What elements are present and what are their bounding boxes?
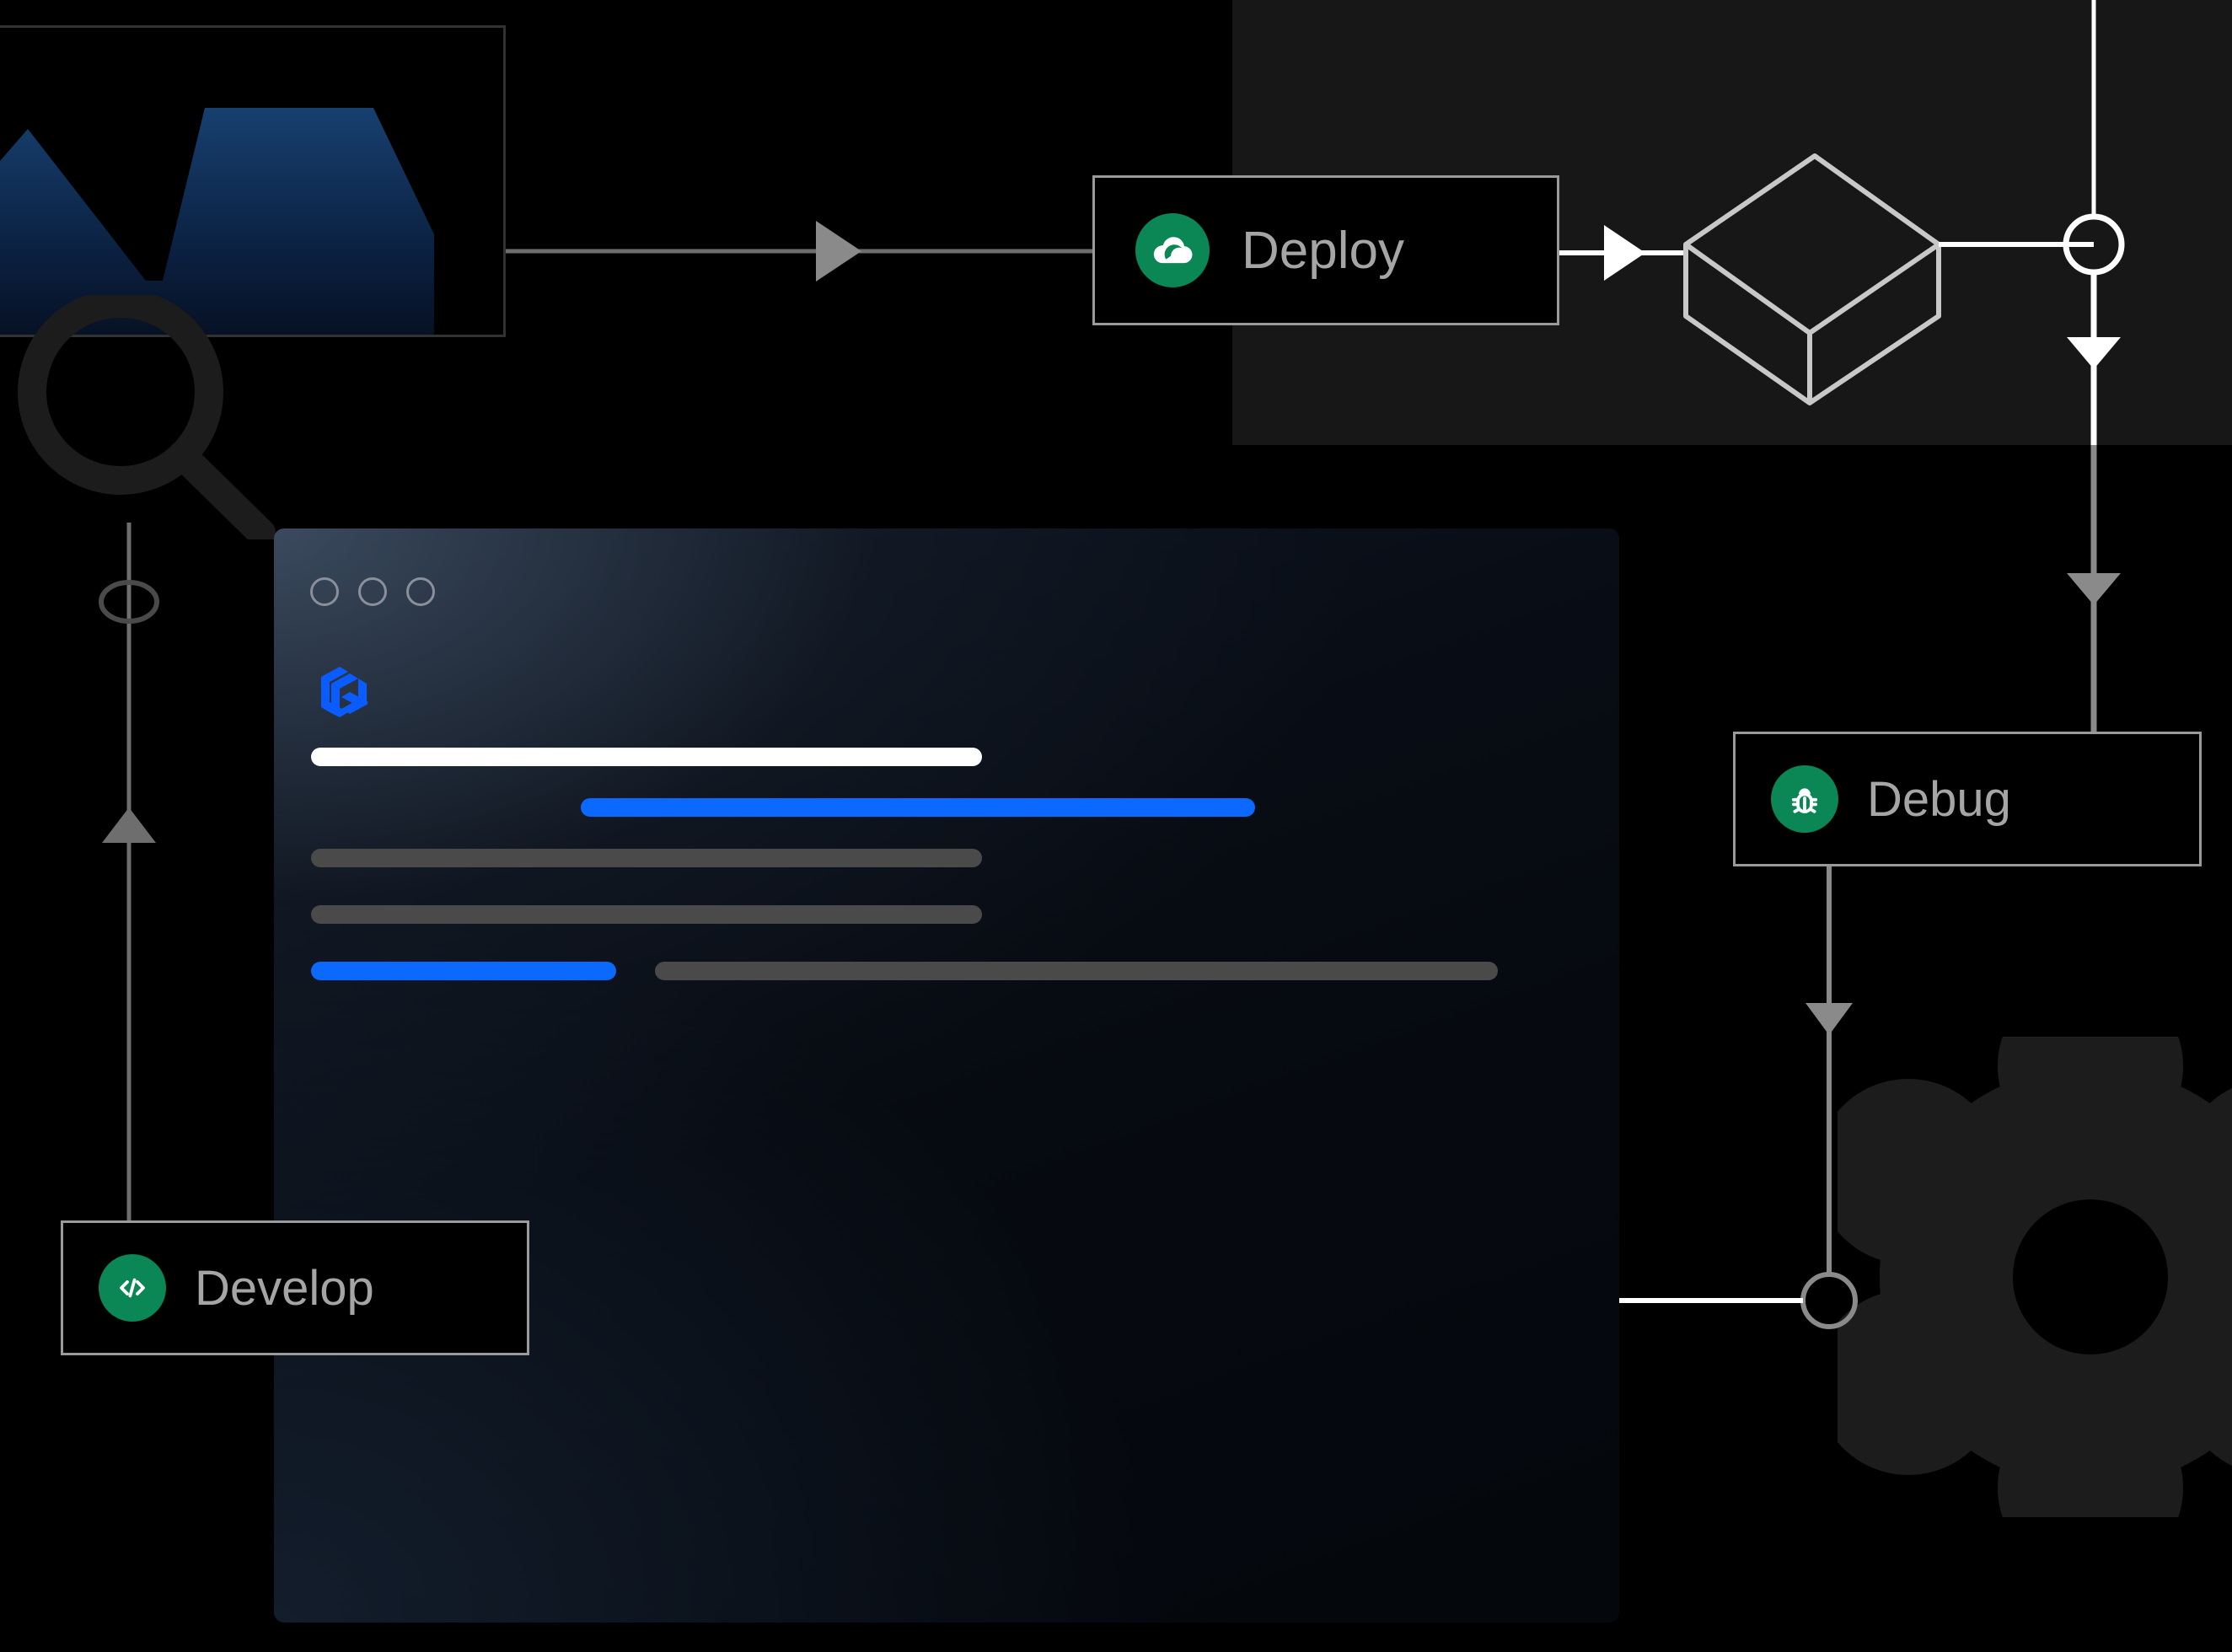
isometric-box-icon <box>1683 153 1941 405</box>
search-icon <box>17 289 287 547</box>
arrow-right-chart-to-deploy <box>816 221 861 282</box>
code-line <box>311 849 982 867</box>
minimize-circle-icon[interactable] <box>358 577 387 606</box>
node-develop[interactable]: Develop <box>61 1220 529 1355</box>
node-deploy[interactable]: Deploy <box>1092 175 1559 325</box>
window-controls[interactable] <box>310 577 435 606</box>
code-line <box>311 905 982 924</box>
junction-node-left <box>99 580 159 624</box>
code-line <box>581 798 1255 817</box>
node-develop-label: Develop <box>195 1260 374 1316</box>
area-chart-card <box>0 25 506 337</box>
code-line <box>655 962 1498 980</box>
ide-window[interactable] <box>274 528 1619 1622</box>
bug-icon <box>1771 765 1838 833</box>
arrow-down-lower <box>2067 573 2121 605</box>
code-icon <box>99 1254 166 1322</box>
junction-node-bottom <box>1800 1272 1858 1329</box>
arrow-right-deploy-to-box <box>1604 225 1645 281</box>
isometric-cube-logo-icon <box>311 653 387 729</box>
code-line <box>311 748 982 766</box>
arrow-up-develop <box>102 807 156 843</box>
maximize-circle-icon[interactable] <box>406 577 435 606</box>
node-debug[interactable]: Debug <box>1733 732 2202 866</box>
arrow-down-upper <box>2067 337 2121 369</box>
area-chart-path <box>0 108 434 335</box>
arrow-down-debug <box>1805 1003 1853 1035</box>
code-line <box>311 962 616 980</box>
close-circle-icon[interactable] <box>310 577 339 606</box>
node-deploy-label: Deploy <box>1242 221 1404 280</box>
area-chart-svg <box>0 108 434 335</box>
node-debug-label: Debug <box>1867 771 2011 827</box>
cloud-icon <box>1135 213 1210 287</box>
